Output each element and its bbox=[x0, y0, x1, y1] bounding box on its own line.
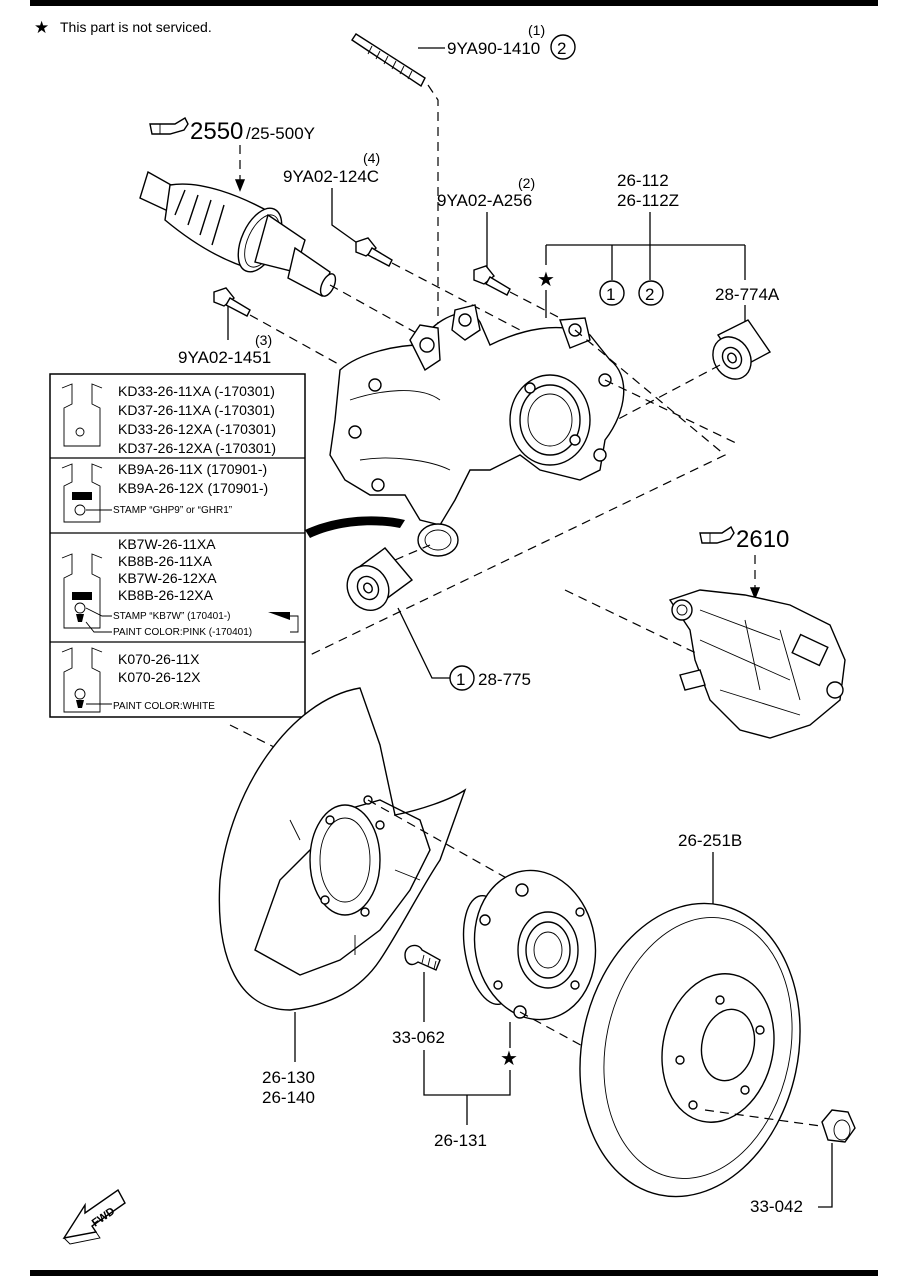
variant-g2-note: STAMP “GHP9” or “GHR1” bbox=[113, 505, 232, 516]
knuckle-variant-icon-3 bbox=[61, 553, 103, 629]
direction-arc-icon bbox=[305, 516, 405, 538]
label-28-775: 28-775 bbox=[478, 670, 531, 689]
reference-hand-icon bbox=[149, 117, 189, 135]
bolt-124c-drawing bbox=[355, 237, 393, 267]
brake-disc-drawing bbox=[579, 902, 801, 1198]
variant-g3-line3: KB7W-26-12XA bbox=[118, 570, 217, 586]
label-33-062: 33-062 bbox=[392, 1028, 445, 1047]
star-icon: ★ bbox=[34, 18, 49, 37]
hub-bearing-drawing bbox=[462, 869, 597, 1021]
variant-table: KD33-26-11XA (-170301) KD37-26-11XA (-17… bbox=[49, 373, 306, 718]
bushing-28-774a-drawing bbox=[712, 319, 772, 380]
knuckle-variant-icon-1 bbox=[61, 383, 103, 447]
knuckle-variant-icon-4 bbox=[61, 647, 103, 713]
variant-g2-line2: KB9A-26-12X (170901-) bbox=[118, 480, 268, 496]
wheel-stud-drawing bbox=[404, 944, 441, 971]
label-26-112z: 26-112Z bbox=[617, 191, 679, 210]
label-26-140: 26-140 bbox=[262, 1088, 315, 1107]
variant-g3-line4: KB8B-26-12XA bbox=[118, 587, 214, 603]
label-26-251b: 26-251B bbox=[678, 831, 742, 850]
knuckle-drawing bbox=[329, 304, 625, 557]
label-circle-28-775: 1 bbox=[456, 670, 465, 689]
label-9ya02-124c: 9YA02-124C bbox=[283, 167, 379, 186]
bolt-1451-drawing bbox=[213, 287, 251, 317]
star-hub-icon: ★ bbox=[500, 1048, 518, 1070]
fwd-arrow-icon: FWD bbox=[62, 1188, 126, 1245]
variant-g1-line2: KD37-26-11XA (-170301) bbox=[118, 402, 275, 418]
ref-2550-sub: /25-500Y bbox=[246, 124, 315, 143]
label-1451-qty: (3) bbox=[255, 332, 272, 348]
variant-g1-line1: KD33-26-11XA (-170301) bbox=[118, 383, 275, 399]
ref-2610: 2610 bbox=[736, 526, 789, 553]
label-26-131: 26-131 bbox=[434, 1131, 487, 1150]
label-28-774a: 28-774A bbox=[715, 285, 780, 304]
star-not-serviced-icon: ★ bbox=[537, 269, 555, 291]
label-124c-qty: (4) bbox=[363, 150, 380, 166]
variant-g4-line2: K070-26-12X bbox=[118, 669, 201, 685]
label-9ya90-1410: 9YA90-1410 bbox=[447, 39, 540, 58]
stud-bolt-drawing bbox=[351, 33, 426, 88]
variant-g4-note: PAINT COLOR:WHITE bbox=[113, 701, 215, 712]
variant-g1-line3: KD33-26-12XA (-170301) bbox=[118, 421, 276, 437]
label-26-130: 26-130 bbox=[262, 1068, 315, 1087]
label-9ya02-a256: 9YA02-A256 bbox=[437, 191, 532, 210]
variant-g3-line1: KB7W-26-11XA bbox=[118, 536, 216, 552]
caliper-drawing bbox=[668, 589, 846, 739]
label-26-112: 26-112 bbox=[617, 171, 669, 190]
variant-g3-line2: KB8B-26-11XA bbox=[118, 553, 213, 569]
variant-g3-note1: STAMP “KB7W” (170401-) bbox=[113, 611, 230, 622]
ref-2550-main: 2550 bbox=[190, 118, 243, 145]
label-circle-2: 2 bbox=[645, 285, 654, 304]
variant-g3-note2: PAINT COLOR:PINK (-170401) bbox=[113, 627, 252, 638]
reference-hand-icon-2610 bbox=[699, 525, 735, 544]
label-9ya90-circle: 2 bbox=[557, 39, 566, 58]
dust-shield-drawing bbox=[218, 687, 467, 1011]
drive-shaft-drawing bbox=[139, 170, 337, 298]
bushing-28-775-drawing bbox=[346, 547, 414, 611]
bolt-a256-drawing bbox=[473, 265, 511, 296]
label-circle-1: 1 bbox=[606, 285, 615, 304]
legend-note-text: This part is not serviced. bbox=[60, 19, 212, 35]
label-9ya02-1451: 9YA02-1451 bbox=[178, 348, 271, 367]
bottom-border bbox=[30, 1270, 878, 1276]
label-9ya90-qty: (1) bbox=[528, 22, 545, 38]
hub-nut-drawing bbox=[821, 1109, 856, 1143]
variant-g1-line4: KD37-26-12XA (-170301) bbox=[118, 440, 276, 456]
variant-g2-line1: KB9A-26-11X (170901-) bbox=[118, 461, 267, 477]
label-33-042: 33-042 bbox=[750, 1197, 803, 1216]
knuckle-variant-icon-2 bbox=[61, 463, 103, 523]
top-border bbox=[30, 0, 878, 6]
variant-g4-line1: K070-26-11X bbox=[118, 651, 200, 667]
label-a256-qty: (2) bbox=[518, 175, 535, 191]
